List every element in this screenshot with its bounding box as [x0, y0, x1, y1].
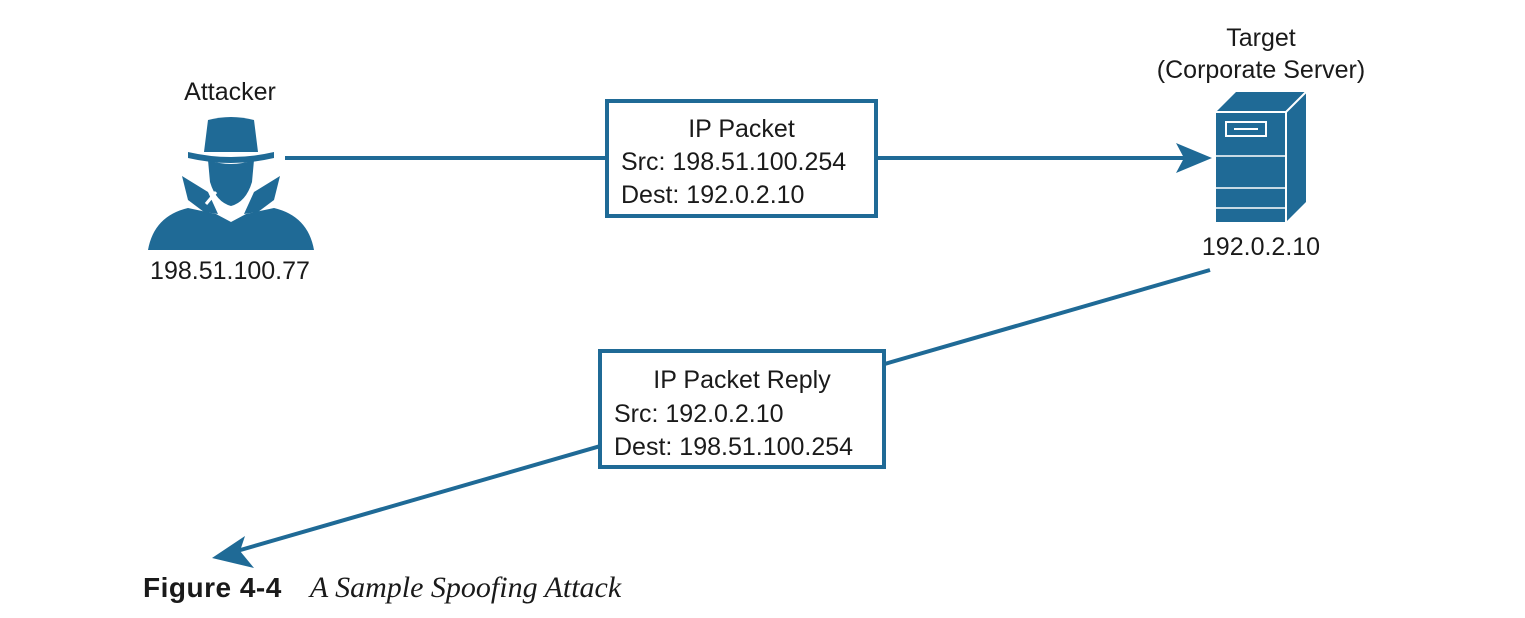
hacker-icon: [148, 117, 314, 250]
target-ip: 192.0.2.10: [1201, 233, 1321, 261]
request-arrowhead: [1176, 143, 1212, 173]
ip-packet-reply-src: Src: 192.0.2.10: [614, 400, 784, 428]
figure-number: Figure 4-4: [143, 572, 282, 603]
target-label: Target: [1226, 24, 1296, 52]
ip-packet-reply-dest: Dest: 198.51.100.254: [614, 433, 854, 461]
attacker-ip: 198.51.100.77: [150, 257, 310, 285]
ip-packet-box: IP Packet Src: 198.51.100.254 Dest: 192.…: [605, 99, 878, 218]
ip-packet-src: Src: 198.51.100.254: [621, 148, 847, 176]
ip-packet-reply-title: IP Packet Reply: [653, 366, 831, 394]
server-icon: [1216, 91, 1307, 222]
reply-arrowhead: [212, 536, 254, 568]
ip-packet-title: IP Packet: [688, 115, 795, 143]
ip-packet-dest: Dest: 192.0.2.10: [621, 181, 805, 209]
ip-packet-reply-box: IP Packet Reply Src: 192.0.2.10 Dest: 19…: [598, 349, 886, 469]
target-role-label: (Corporate Server): [1156, 56, 1366, 84]
figure-caption: Figure 4-4 A Sample Spoofing Attack: [143, 573, 621, 603]
attacker-label: Attacker: [184, 78, 276, 106]
figure-title: A Sample Spoofing Attack: [309, 571, 622, 604]
